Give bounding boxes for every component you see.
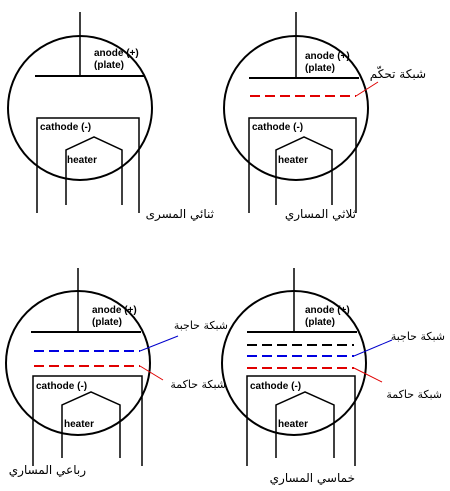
heater-filament [275, 391, 335, 458]
control-grid-leader [355, 81, 379, 97]
cathode-label: cathode (-) [250, 381, 301, 392]
pentode-title: خماسي المساري [270, 471, 355, 486]
cathode [32, 375, 143, 466]
control-grid-label: شبكة حاكمة [386, 388, 442, 401]
diode-title: ثنائي المسرى [146, 207, 214, 222]
anode-label: anode (+) [305, 305, 350, 316]
heater-filament [275, 136, 333, 205]
diode-tube: anode (+) (plate) cathode (-) heater ثنا… [7, 12, 214, 222]
cathode [36, 117, 140, 213]
triode-title: ثلاثي المساري [285, 207, 356, 222]
screen-grid-label: شبكة حاجبة [391, 330, 445, 343]
screen-grid-leader [353, 339, 393, 357]
tetrode-tube: anode (+) (plate) شبكة حاجبة شبكة حاكمة … [5, 268, 228, 478]
heater-label: heater [278, 419, 308, 430]
control-grid-label: شبكة تحكّم [370, 65, 426, 81]
heater-filament [61, 391, 121, 458]
heater-filament [65, 136, 123, 205]
pentode-tube: anode (+) (plate) شبكة حاجبة شبكة حاكمة … [221, 268, 445, 486]
heater-label: heater [64, 419, 94, 430]
control-grid-leader [139, 365, 164, 381]
heater-label: heater [278, 155, 308, 166]
plate-label: (plate) [92, 317, 122, 328]
cathode-label: cathode (-) [252, 122, 303, 133]
cathode [248, 117, 357, 213]
cathode [246, 375, 356, 466]
control-grid-leader [353, 367, 383, 383]
plate-label: (plate) [305, 63, 335, 74]
cathode-label: cathode (-) [40, 122, 91, 133]
anode-label: anode (+) [92, 305, 137, 316]
cathode-label: cathode (-) [36, 381, 87, 392]
screen-grid-label: شبكة حاجبة [174, 319, 228, 332]
triode-tube: anode (+) (plate) شبكة تحكّم cathode (-)… [223, 12, 426, 222]
screen-grid-leader [139, 335, 179, 352]
anode-label: anode (+) [94, 48, 139, 59]
plate-label: (plate) [94, 60, 124, 71]
plate-label: (plate) [305, 317, 335, 328]
heater-label: heater [67, 155, 97, 166]
tetrode-title: رباعي المساري [9, 463, 86, 478]
anode-label: anode (+) [305, 51, 350, 62]
control-grid-label: شبكة حاكمة [170, 378, 226, 391]
